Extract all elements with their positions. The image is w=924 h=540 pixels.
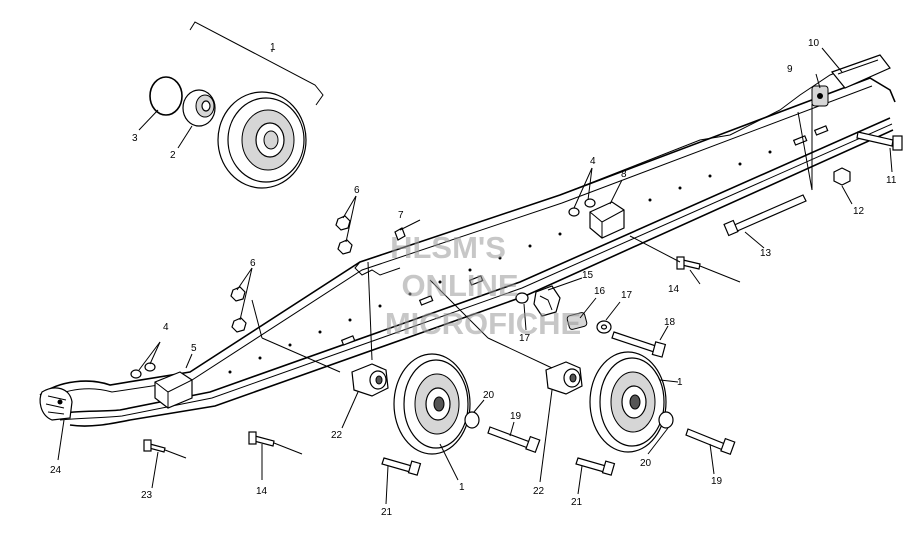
callout-11: 11: [886, 175, 897, 186]
idler-wheel-left: [393, 353, 471, 455]
callout-17-left: 17: [519, 333, 531, 344]
mount-block-front: [154, 371, 193, 409]
callout-1-mid: 1: [459, 482, 465, 493]
mount-block-rear: [589, 201, 625, 239]
callout-14-bottom: 14: [256, 486, 268, 497]
leader-lines: [57, 47, 893, 505]
watermark-line1: HLSM'S: [390, 230, 506, 265]
callout-20-left: 20: [483, 390, 495, 401]
callout-21-right: 21: [571, 497, 583, 508]
callout-24: 24: [50, 465, 62, 476]
long-bolt: [723, 194, 807, 237]
watermark: HLSM'S ONLINE MICROFICHE: [385, 230, 581, 341]
callout-4-right: 4: [590, 156, 596, 167]
callout-16: 16: [594, 286, 606, 297]
callout-21-left: 21: [381, 507, 393, 518]
watermark-line3: MICROFICHE: [385, 306, 581, 341]
watermark-line2: ONLINE: [401, 268, 518, 303]
callout-12: 12: [853, 206, 865, 217]
callout-10: 10: [808, 38, 820, 49]
callout-5: 5: [191, 343, 197, 354]
callout-1-top: 1: [270, 42, 276, 53]
callout-labels: 1 1 1 2 3 4 4 5 6 6 7 8 9 10 11 12 13 14…: [50, 38, 897, 518]
callout-20-right: 20: [640, 458, 652, 469]
callout-22-left: 22: [331, 430, 343, 441]
callout-6-left: 6: [250, 258, 256, 269]
callout-bracket: [189, 21, 324, 106]
callout-3: 3: [132, 133, 138, 144]
rear-end-cap: [830, 54, 891, 89]
rail-tip: [39, 387, 73, 421]
callout-8: 8: [621, 169, 627, 180]
callout-14-mid: 14: [668, 284, 680, 295]
callout-23: 23: [141, 490, 153, 501]
callout-7: 7: [398, 210, 404, 221]
callout-13: 13: [760, 248, 772, 259]
wheel-bracket-left: [351, 363, 389, 397]
callout-17-right: 17: [621, 290, 633, 301]
callout-19-left: 19: [510, 411, 522, 422]
wheel-bracket-right: [545, 361, 583, 395]
callout-22-right: 22: [533, 486, 545, 497]
spacer-assembly: [515, 285, 667, 358]
callout-1-right: 1: [677, 377, 683, 388]
callout-9: 9: [787, 64, 793, 75]
callout-6-mid: 6: [354, 185, 360, 196]
snap-ring: [149, 76, 183, 116]
callout-18: 18: [664, 317, 676, 328]
callout-4-left: 4: [163, 322, 169, 333]
callout-19-right: 19: [711, 476, 723, 487]
idler-wheel-right: [589, 351, 667, 453]
callout-2: 2: [170, 150, 176, 161]
idler-wheel-exploded-group: [138, 21, 324, 189]
callout-15: 15: [582, 270, 594, 281]
